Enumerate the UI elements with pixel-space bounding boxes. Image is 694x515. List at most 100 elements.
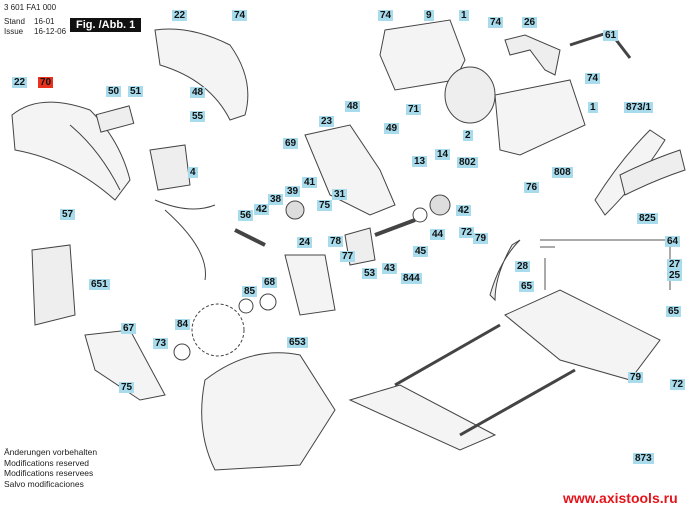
part-label-76[interactable]: 76 [524, 182, 540, 193]
issue-label: Issue [4, 27, 24, 36]
part-label-74[interactable]: 74 [232, 10, 248, 21]
part-label-74[interactable]: 74 [378, 10, 394, 21]
switch-plate-part [95, 105, 135, 133]
part-label-24[interactable]: 24 [297, 237, 313, 248]
part-label-45[interactable]: 45 [413, 246, 429, 257]
gear-part-2 [429, 194, 451, 216]
part-label-73[interactable]: 73 [153, 338, 169, 349]
part-label-28[interactable]: 28 [515, 261, 531, 272]
part-label-873-1[interactable]: 873/1 [624, 102, 654, 113]
website-link[interactable]: www.axistools.ru [563, 490, 678, 506]
part-label-65[interactable]: 65 [666, 306, 682, 317]
part-label-85[interactable]: 85 [242, 286, 258, 297]
part-label-49[interactable]: 49 [384, 123, 400, 134]
part-label-1[interactable]: 1 [588, 102, 598, 113]
washer-part [259, 293, 277, 311]
battery-part [31, 244, 76, 326]
part-label-69[interactable]: 69 [283, 138, 299, 149]
part-label-22[interactable]: 22 [172, 10, 188, 21]
part-label-25[interactable]: 25 [667, 270, 683, 281]
part-label-1[interactable]: 1 [459, 10, 469, 21]
blade-washer-part [173, 343, 191, 361]
part-label-57[interactable]: 57 [60, 209, 76, 220]
part-label-13[interactable]: 13 [412, 156, 428, 167]
part-label-27[interactable]: 27 [667, 259, 683, 270]
gear-housing-part [304, 124, 396, 216]
part-number: 3 601 FA1 000 [4, 3, 57, 12]
base-plate-part [504, 289, 661, 381]
stand-value: 16-01 [34, 17, 55, 26]
part-label-802[interactable]: 802 [457, 157, 478, 168]
part-label-26[interactable]: 26 [522, 17, 538, 28]
part-label-825[interactable]: 825 [637, 213, 658, 224]
part-label-22[interactable]: 22 [12, 77, 28, 88]
part-label-651[interactable]: 651 [89, 279, 110, 290]
part-label-14[interactable]: 14 [435, 149, 451, 160]
bracket-part [504, 34, 561, 76]
part-label-44[interactable]: 44 [430, 229, 446, 240]
part-label-48[interactable]: 48 [190, 87, 206, 98]
shaft-part [374, 218, 416, 237]
charger-part [201, 352, 336, 471]
hex-key-part [569, 30, 632, 59]
part-label-84[interactable]: 84 [175, 319, 191, 330]
part-label-844[interactable]: 844 [401, 273, 422, 284]
figure-label: Fig. /Abb. 1 [70, 18, 142, 32]
part-label-77[interactable]: 77 [340, 251, 356, 262]
part-label-873[interactable]: 873 [633, 453, 654, 464]
part-label-78[interactable]: 78 [328, 236, 344, 247]
part-label-653[interactable]: 653 [287, 337, 308, 348]
part-label-4[interactable]: 4 [188, 167, 198, 178]
part-label-74[interactable]: 74 [585, 73, 601, 84]
blade-guard-upper [154, 28, 249, 121]
stand-label: Stand [4, 17, 25, 26]
suction-hose-part [619, 149, 686, 196]
note-en: Modifications reserved [4, 457, 90, 468]
note-de: Änderungen vorbehalten [4, 447, 98, 457]
part-label-23[interactable]: 23 [319, 116, 335, 127]
part-label-56[interactable]: 56 [238, 210, 254, 221]
part-label-72[interactable]: 72 [670, 379, 686, 390]
parallel-guide-part [348, 384, 497, 451]
part-label-50[interactable]: 50 [106, 86, 122, 97]
note-fr: Modifications reservees [4, 468, 94, 478]
part-label-39[interactable]: 39 [285, 186, 301, 197]
part-label-51[interactable]: 51 [128, 86, 144, 97]
motor-part [444, 66, 496, 124]
cable-part [154, 199, 216, 281]
part-label-72[interactable]: 72 [459, 227, 475, 238]
issue-date: 16-12-06 [34, 27, 67, 36]
part-label-43[interactable]: 43 [382, 263, 398, 274]
part-label-48[interactable]: 48 [345, 101, 361, 112]
leader-lines [540, 239, 671, 290]
part-label-70[interactable]: 70 [38, 77, 54, 88]
part-label-75[interactable]: 75 [119, 382, 135, 393]
switch-module-part [149, 144, 191, 191]
part-label-79[interactable]: 79 [628, 372, 644, 383]
part-label-42[interactable]: 42 [254, 204, 270, 215]
bearing-part [412, 207, 428, 223]
part-label-38[interactable]: 38 [268, 194, 284, 205]
part-label-55[interactable]: 55 [190, 111, 206, 122]
guide-rail-part [394, 323, 576, 437]
part-label-42[interactable]: 42 [456, 205, 472, 216]
part-label-67[interactable]: 67 [121, 323, 137, 334]
part-label-2[interactable]: 2 [463, 130, 473, 141]
part-label-41[interactable]: 41 [302, 177, 318, 188]
part-label-61[interactable]: 61 [603, 30, 619, 41]
part-label-31[interactable]: 31 [332, 189, 348, 200]
threaded-rod-part [234, 228, 266, 247]
part-label-808[interactable]: 808 [552, 167, 573, 178]
part-label-53[interactable]: 53 [362, 268, 378, 279]
part-label-75[interactable]: 75 [317, 200, 333, 211]
part-label-65[interactable]: 65 [519, 281, 535, 292]
part-label-79[interactable]: 79 [473, 233, 489, 244]
part-label-64[interactable]: 64 [665, 236, 681, 247]
part-label-71[interactable]: 71 [406, 104, 422, 115]
gear-part [285, 200, 305, 220]
motor-cover-part [494, 79, 586, 156]
part-label-9[interactable]: 9 [424, 10, 434, 21]
part-label-68[interactable]: 68 [262, 277, 278, 288]
part-label-74[interactable]: 74 [488, 17, 504, 28]
